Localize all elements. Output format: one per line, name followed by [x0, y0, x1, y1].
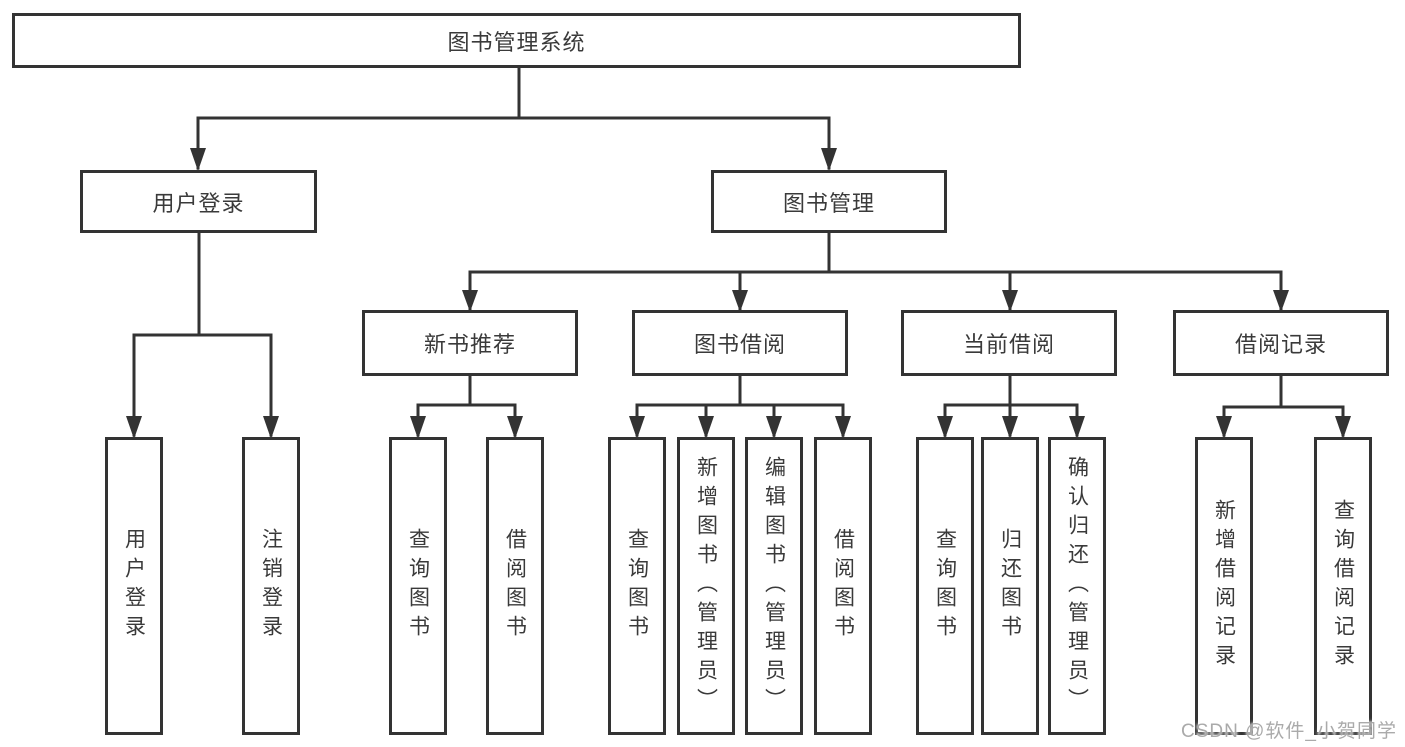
leaf-bb-edit-books-label: 编辑图书（管理员）	[762, 455, 786, 717]
connector-borrowrecord-to-leaves	[1222, 374, 1345, 437]
leaf-nbr-query-books: 查询图书	[389, 437, 447, 735]
arrowhead	[1335, 416, 1351, 439]
node-book-management: 图书管理	[711, 170, 947, 233]
node-new-book-recommend: 新书推荐	[362, 310, 578, 376]
connector-bookborrow-to-leaves	[635, 374, 845, 437]
leaf-br-add-record: 新增借阅记录	[1195, 437, 1253, 735]
leaf-br-query-record: 查询借阅记录	[1314, 437, 1372, 735]
leaf-cb-query-books-label: 查询图书	[933, 528, 957, 644]
leaf-bb-borrow-books-label: 借阅图书	[831, 528, 855, 644]
leaf-br-add-record-label: 新增借阅记录	[1212, 499, 1236, 673]
arrowhead	[1069, 416, 1085, 439]
node-current-borrow-label: 当前借阅	[962, 332, 1055, 357]
leaf-logout: 注销登录	[242, 437, 300, 735]
leaf-logout-label: 注销登录	[259, 528, 283, 644]
leaf-user-login-label: 用户登录	[122, 528, 146, 644]
leaf-cb-return-books: 归还图书	[981, 437, 1039, 735]
leaf-cb-confirm-return-label: 确认归还（管理员）	[1065, 455, 1089, 717]
connector-newbookrec-to-leaves	[416, 374, 517, 437]
connector-bookmgmt-to-level3	[468, 231, 1283, 311]
arrowhead	[1002, 290, 1018, 312]
arrowhead	[1002, 416, 1018, 439]
arrowhead	[507, 416, 523, 439]
leaf-nbr-borrow-books: 借阅图书	[486, 437, 544, 735]
arrowhead	[835, 416, 851, 439]
arrowhead	[462, 290, 478, 312]
leaf-bb-edit-books: 编辑图书（管理员）	[745, 437, 803, 735]
csdn-watermark: CSDN @软件_小贺同学	[1181, 721, 1397, 742]
node-book-borrow-label: 图书借阅	[693, 332, 786, 357]
leaf-cb-confirm-return: 确认归还（管理员）	[1048, 437, 1106, 735]
leaf-user-login: 用户登录	[105, 437, 163, 735]
connector-root-to-level2	[196, 66, 831, 170]
arrowhead	[698, 416, 714, 439]
leaf-bb-add-books: 新增图书（管理员）	[677, 437, 735, 735]
arrowhead	[732, 290, 748, 312]
arrowhead	[1216, 416, 1232, 439]
connector-paths	[132, 66, 1345, 437]
node-borrow-record: 借阅记录	[1173, 310, 1389, 376]
node-user-login: 用户登录	[80, 170, 317, 233]
arrowhead	[190, 148, 206, 171]
leaf-cb-return-books-label: 归还图书	[998, 528, 1022, 644]
node-borrow-record-label: 借阅记录	[1234, 332, 1327, 357]
node-book-borrow: 图书借阅	[632, 310, 848, 376]
leaf-cb-query-books: 查询图书	[916, 437, 974, 735]
arrowhead	[766, 416, 782, 439]
leaf-bb-add-books-label: 新增图书（管理员）	[694, 455, 718, 717]
node-root-label: 图书管理系统	[447, 29, 586, 55]
arrowhead	[629, 416, 645, 439]
connector-currentborrow-to-leaves	[943, 374, 1079, 437]
arrowhead	[937, 416, 953, 439]
leaf-br-query-record-label: 查询借阅记录	[1331, 499, 1355, 673]
leaf-nbr-borrow-books-label: 借阅图书	[503, 528, 527, 644]
node-user-login-label: 用户登录	[152, 190, 245, 216]
arrowhead	[410, 416, 426, 439]
arrowhead	[821, 148, 837, 171]
leaf-bb-query-books-label: 查询图书	[625, 528, 649, 644]
leaf-bb-borrow-books: 借阅图书	[814, 437, 872, 735]
node-root: 图书管理系统	[12, 13, 1021, 68]
arrowhead	[126, 416, 142, 439]
leaf-nbr-query-books-label: 查询图书	[406, 528, 430, 644]
node-book-management-label: 图书管理	[782, 190, 875, 216]
arrowhead	[263, 416, 279, 439]
node-new-book-recommend-label: 新书推荐	[423, 332, 516, 357]
leaf-bb-query-books: 查询图书	[608, 437, 666, 735]
connector-userlogin-to-leaves	[132, 231, 273, 437]
arrowhead	[1273, 290, 1289, 312]
node-current-borrow: 当前借阅	[901, 310, 1117, 376]
